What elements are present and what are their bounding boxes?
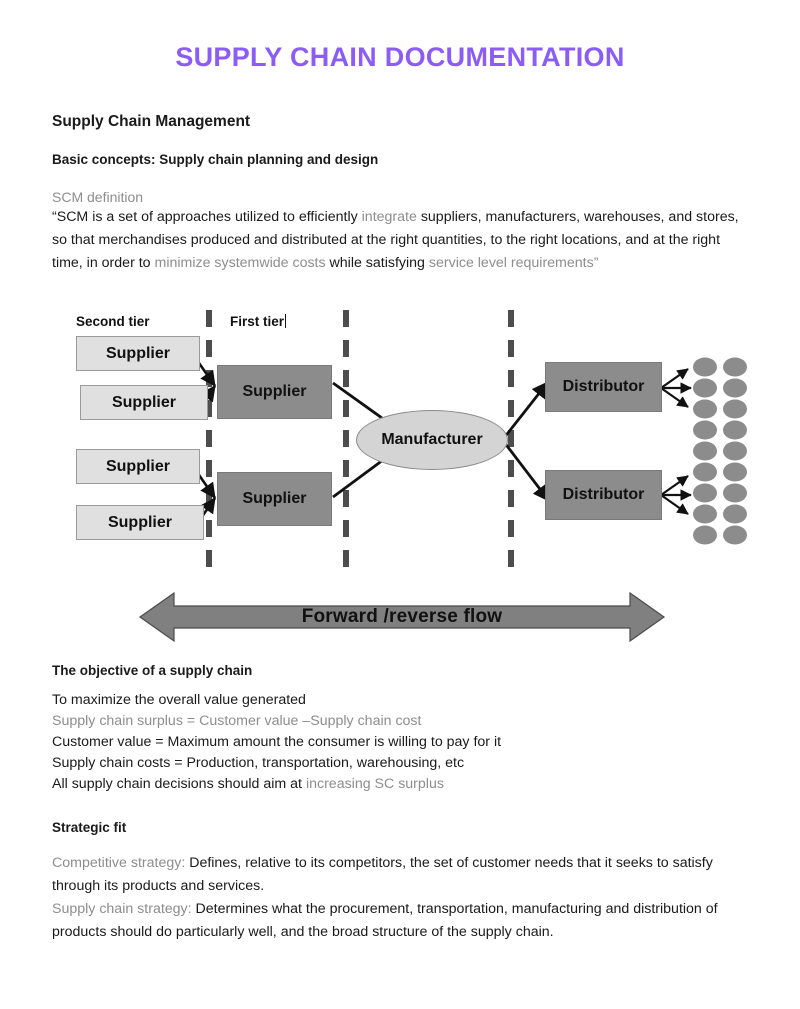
competitive-strategy-paragraph: Competitive strategy: Defines, relative … <box>52 852 752 898</box>
strategic-fit-body: Competitive strategy: Defines, relative … <box>52 852 752 944</box>
definition-part-2: suppliers, manufacturers, warehouses, an… <box>52 209 739 271</box>
objective-line-4-costs: Supply chain costs = Production, transpo… <box>52 754 465 771</box>
objective-line-5: All supply chain decisions should aim at… <box>52 774 752 795</box>
forward-reverse-flow-arrow-shape <box>138 591 666 643</box>
definition-gray-integrate: integrate <box>361 209 417 225</box>
distributor-2-label: Distributor <box>562 486 645 503</box>
objective-line-2-surplus: Supply chain surplus = Customer value –S… <box>52 712 422 729</box>
second-tier-supplier-3-label: Supplier <box>105 457 170 475</box>
connector-distributor-2-customer-c <box>660 494 689 515</box>
connector-distributor-1-customer-a <box>660 368 689 389</box>
second-tier-supplier-1-label: Supplier <box>105 344 170 362</box>
forward-reverse-flow-label: Forward /reverse flow <box>301 606 503 627</box>
second-tier-supplier-4: Supplier <box>76 505 204 540</box>
customer-dot-grid <box>693 357 747 545</box>
strategic-fit-heading: Strategic fit <box>52 820 127 835</box>
first-tier-supplier-1: Supplier <box>217 365 332 419</box>
subsection-heading-basic-concepts: Basic concepts: Supply chain planning an… <box>52 152 379 167</box>
second-tier-supplier-3: Supplier <box>76 449 200 484</box>
definition-gray-service-level: service level requirements” <box>428 255 599 271</box>
manufacturer-label: Manufacturer <box>381 431 483 448</box>
second-tier-supplier-1: Supplier <box>76 336 200 371</box>
objective-lines: To maximize the overall value generated … <box>52 690 752 794</box>
connector-manufacturer-to-distributor-1 <box>502 381 550 439</box>
diagram-label-first-tier-text: First tier <box>230 314 285 329</box>
second-tier-supplier-4-label: Supplier <box>107 513 172 531</box>
scm-definition-paragraph: “SCM is a set of approaches utilized to … <box>52 206 752 275</box>
supply-chain-diagram: Second tier First tier <box>52 305 752 650</box>
scm-definition-label: SCM definition <box>52 189 144 205</box>
objective-line-3-customer-value: Customer value = Maximum amount the cons… <box>52 733 502 750</box>
manufacturer-node: Manufacturer <box>356 410 508 470</box>
competitive-strategy-label: Competitive strategy: <box>52 855 186 871</box>
diagram-label-second-tier: Second tier <box>76 314 150 329</box>
supply-chain-strategy-label: Supply chain strategy: <box>52 901 192 917</box>
first-tier-supplier-2-label: Supplier <box>242 490 307 507</box>
distributor-2: Distributor <box>545 470 662 520</box>
objective-line-5-black: All supply chain decisions should aim at <box>52 775 306 792</box>
distributor-1-label: Distributor <box>562 378 645 395</box>
definition-part-1: “SCM is a set of approaches utilized to … <box>52 209 362 225</box>
second-tier-supplier-2-label: Supplier <box>111 393 176 411</box>
competitive-strategy-text: Defines, relative to its competitors, th… <box>52 855 713 894</box>
supply-chain-strategy-text: Determines what the procurement, transpo… <box>52 901 718 940</box>
objective-line-5-gray: increasing SC surplus <box>305 775 444 792</box>
definition-gray-minimize-costs: minimize systemwide costs <box>154 255 326 271</box>
section-heading-supply-chain-management: Supply Chain Management <box>52 113 251 130</box>
first-tier-supplier-1-label: Supplier <box>242 383 307 400</box>
connector-distributor-1-customer-c <box>660 387 689 408</box>
second-tier-supplier-2: Supplier <box>80 385 208 420</box>
distributor-1: Distributor <box>545 362 662 412</box>
diagram-label-first-tier: First tier <box>230 314 287 329</box>
page-title: SUPPLY CHAIN DOCUMENTATION <box>175 42 625 72</box>
forward-reverse-flow-label-wrap: Forward /reverse flow <box>140 593 664 641</box>
connector-distributor-2-customer-a <box>660 475 689 496</box>
definition-part-3: while satisfying <box>325 255 429 271</box>
text-cursor-icon <box>285 314 287 328</box>
supply-chain-strategy-paragraph: Supply chain strategy: Determines what t… <box>52 898 752 944</box>
objective-line-1: To maximize the overall value generated <box>52 692 306 708</box>
first-tier-supplier-2: Supplier <box>217 472 332 526</box>
objective-heading: The objective of a supply chain <box>52 663 253 678</box>
connector-manufacturer-to-distributor-2 <box>502 441 551 502</box>
